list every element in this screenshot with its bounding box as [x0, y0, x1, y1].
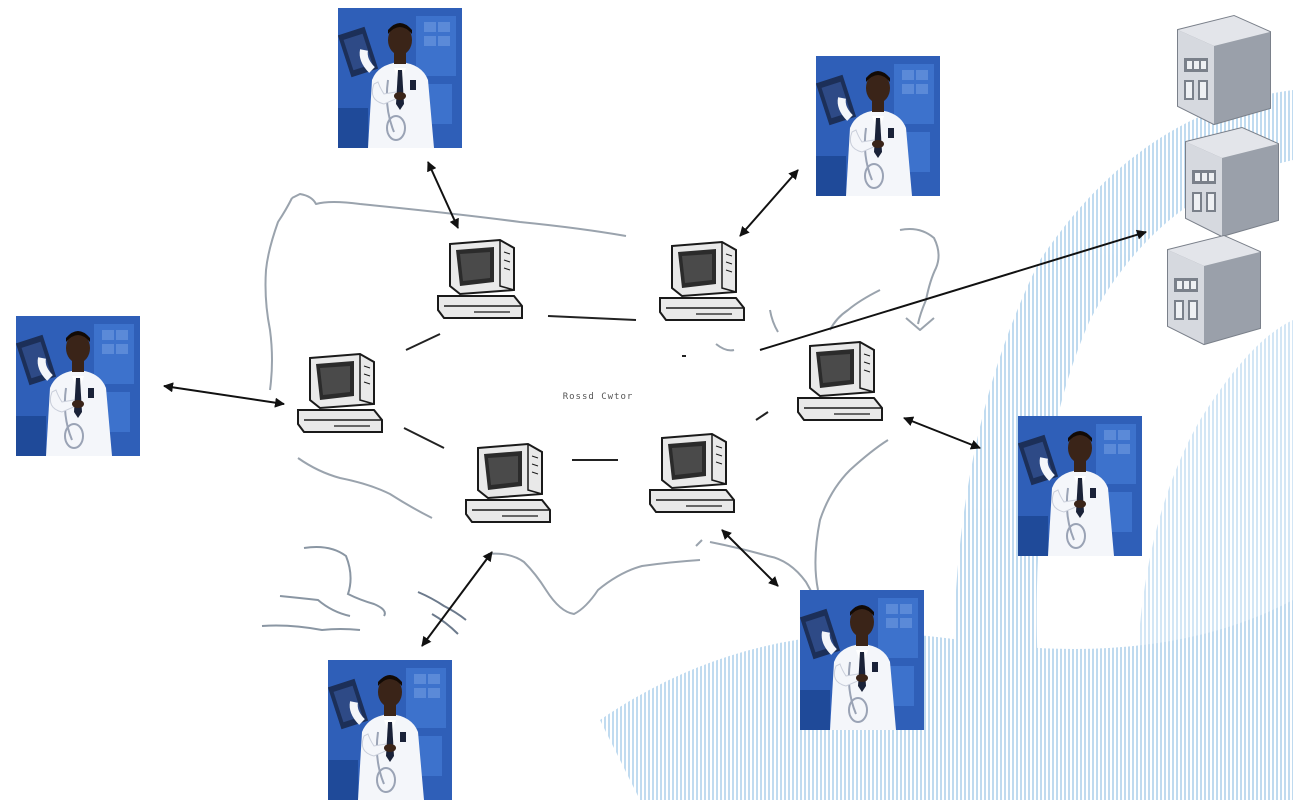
arrow-to-servers	[759, 229, 1147, 351]
arrow-radiologist-bottom-to-workstation	[421, 551, 493, 647]
radiologist-photo-top	[338, 8, 462, 148]
radiologist-photo-right	[1018, 416, 1142, 556]
us-map-outline	[264, 193, 940, 615]
radiologist-photo-left	[16, 316, 140, 456]
radiologist-photo-top-right	[816, 56, 940, 196]
arrow-radiologist-topright-to-workstation	[739, 169, 799, 237]
background-watermark	[600, 90, 1293, 800]
workstation-right	[797, 341, 883, 421]
arrow-radiologist-left-to-workstation	[163, 382, 285, 408]
alaska-outline	[261, 546, 386, 632]
server-unit-middle	[1184, 126, 1280, 238]
workstation-top-right	[659, 241, 745, 321]
arrow-radiologist-top-to-workstation	[427, 161, 459, 229]
workstation-top-left	[437, 239, 523, 319]
network-ring	[403, 315, 769, 461]
server-unit-bottom	[1166, 234, 1262, 346]
workstation-left	[297, 353, 383, 433]
connection-arrows	[163, 161, 1147, 647]
server-unit-top	[1176, 14, 1272, 126]
islands-outline	[417, 591, 467, 635]
workstation-bottom-right	[649, 433, 735, 513]
arrow-radiologist-right-to-workstation	[903, 416, 981, 450]
arrow-radiologist-bottomright-to-workstation	[721, 529, 779, 587]
reading-center-label: Rossd Cwtor	[562, 392, 634, 402]
radiologist-photo-bottom	[328, 660, 452, 800]
radiologist-photo-bottom-right	[800, 590, 924, 730]
workstation-bottom-left	[465, 443, 551, 523]
